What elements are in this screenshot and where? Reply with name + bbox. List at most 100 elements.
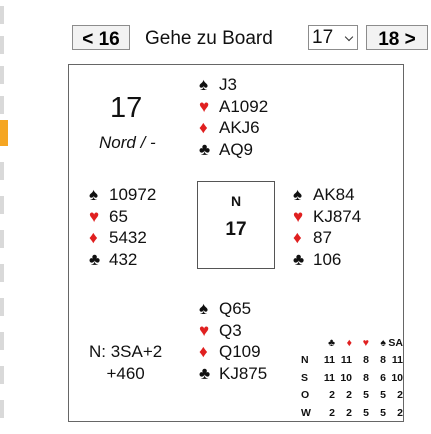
table-cell: 2: [346, 406, 352, 419]
diamond-icon: ♦: [293, 228, 302, 247]
side-tab[interactable]: [0, 96, 4, 114]
heart-icon: ♥: [362, 336, 369, 349]
dealer-vulnerability: Nord / -: [99, 133, 156, 152]
south-diamonds: Q109: [219, 342, 261, 361]
heart-icon: ♥: [293, 206, 304, 226]
table-cell: 2: [397, 389, 403, 402]
north-spades: J3: [219, 75, 237, 94]
spade-icon: ♠: [89, 185, 99, 204]
row-direction: O: [301, 389, 310, 402]
table-cell: 10: [340, 371, 352, 384]
table-row: W 2 2 5 5 2: [301, 404, 403, 422]
table-cell: 2: [329, 406, 335, 419]
side-tab-active[interactable]: [0, 120, 8, 146]
table-cell: 2: [397, 406, 403, 419]
table-row: N 11 11 8 8 11: [301, 352, 403, 370]
club-icon: ♣: [199, 139, 211, 159]
board-select-value: 17: [312, 27, 334, 48]
north-clubs: AQ9: [219, 139, 254, 159]
table-header-row: ♣ ♦ ♥ ♠ SA: [301, 334, 403, 352]
table-cell: 11: [340, 354, 352, 367]
club-icon: ♣: [328, 336, 335, 349]
north-diamonds: AKJ6: [219, 118, 260, 137]
result-block: N: 3SA+2 +460: [89, 341, 162, 385]
table-header-cell: [301, 334, 318, 352]
table-cell: 10: [391, 371, 403, 384]
west-spades: 10972: [109, 185, 157, 204]
club-icon: ♣: [199, 363, 211, 383]
row-direction: W: [301, 406, 311, 419]
club-icon: ♣: [293, 249, 305, 269]
chevron-down-icon: [344, 32, 354, 42]
table-cell: 11: [323, 371, 335, 384]
makeable-contracts-table: ♣ ♦ ♥ ♠ SA N 11 11 8 8 11 S 11 10 8 6 10…: [301, 334, 403, 422]
club-icon: ♣: [89, 249, 101, 269]
table-cell: 5: [380, 406, 386, 419]
compass-box: N 17: [197, 181, 275, 269]
heart-icon: ♥: [199, 320, 210, 340]
side-tab[interactable]: [0, 298, 4, 316]
compass-board-number: 17: [225, 219, 247, 240]
board-select[interactable]: 17: [308, 25, 358, 50]
north-hand: ♠ J3 ♥ A1092 ♦ AKJ6 ♣ AQ9: [199, 74, 268, 160]
side-tab[interactable]: [0, 6, 4, 24]
table-cell: 8: [380, 354, 386, 367]
table-cell: 11: [391, 354, 403, 367]
heart-icon: ♥: [89, 206, 100, 226]
east-hearts: KJ874: [313, 206, 362, 226]
west-hearts: 65: [109, 206, 128, 226]
side-tab[interactable]: [0, 162, 4, 180]
goto-board-label: Gehe zu Board: [145, 28, 273, 49]
spade-icon: ♠: [199, 299, 209, 318]
board-navigation: < 16 Gehe zu Board 17 18 >: [72, 24, 428, 52]
spade-icon: ♠: [380, 336, 386, 349]
compass-north-label: N: [230, 193, 242, 209]
side-tab[interactable]: [0, 230, 4, 248]
south-hearts: Q3: [219, 320, 242, 340]
west-diamonds: 5432: [109, 228, 147, 247]
table-cell: 2: [346, 389, 352, 402]
table-row: S 11 10 8 6 10: [301, 369, 403, 387]
row-direction: S: [301, 371, 309, 384]
table-cell: 11: [323, 354, 335, 367]
side-tab[interactable]: [0, 332, 4, 350]
side-tab[interactable]: [0, 66, 4, 84]
west-clubs: 432: [109, 249, 138, 269]
prev-board-button[interactable]: < 16: [72, 25, 130, 50]
diamond-icon: ♦: [199, 118, 208, 137]
south-clubs: KJ875: [219, 363, 268, 383]
north-hearts: A1092: [219, 96, 269, 116]
table-cell: 5: [363, 406, 369, 419]
table-cell: 6: [380, 371, 386, 384]
contract-result: N: 3SA+2: [89, 342, 163, 361]
south-hand: ♠ Q65 ♥ Q3 ♦ Q109 ♣ KJ875: [199, 298, 267, 384]
side-tab[interactable]: [0, 264, 4, 282]
spade-icon: ♠: [199, 75, 209, 94]
diamond-icon: ♦: [89, 228, 98, 247]
south-spades: Q65: [219, 299, 252, 318]
east-spades: AK84: [313, 185, 355, 204]
next-board-button[interactable]: 18 >: [366, 25, 428, 50]
table-cell: 5: [363, 389, 369, 402]
side-tab[interactable]: [0, 36, 4, 54]
row-direction: N: [301, 354, 309, 367]
table-cell: 5: [380, 389, 386, 402]
east-clubs: 106: [313, 249, 342, 269]
side-tab[interactable]: [0, 400, 4, 418]
east-hand: ♠ AK84 ♥ KJ874 ♦ 87 ♣ 106: [293, 184, 361, 270]
spade-icon: ♠: [293, 185, 303, 204]
board-number: 17: [110, 92, 143, 124]
diamond-icon: ♦: [199, 342, 208, 361]
west-hand: ♠ 10972 ♥ 65 ♦ 5432 ♣ 432: [89, 184, 156, 270]
side-tab[interactable]: [0, 366, 4, 384]
board-diagram: [68, 64, 404, 422]
table-row: O 2 2 5 5 2: [301, 387, 403, 405]
notrump-header: SA: [388, 336, 403, 349]
east-diamonds: 87: [313, 228, 332, 247]
table-cell: 2: [329, 389, 335, 402]
table-cell: 8: [363, 371, 369, 384]
side-tab[interactable]: [0, 196, 4, 214]
score: +460: [106, 364, 145, 383]
heart-icon: ♥: [199, 96, 210, 116]
table-cell: 8: [363, 354, 369, 367]
